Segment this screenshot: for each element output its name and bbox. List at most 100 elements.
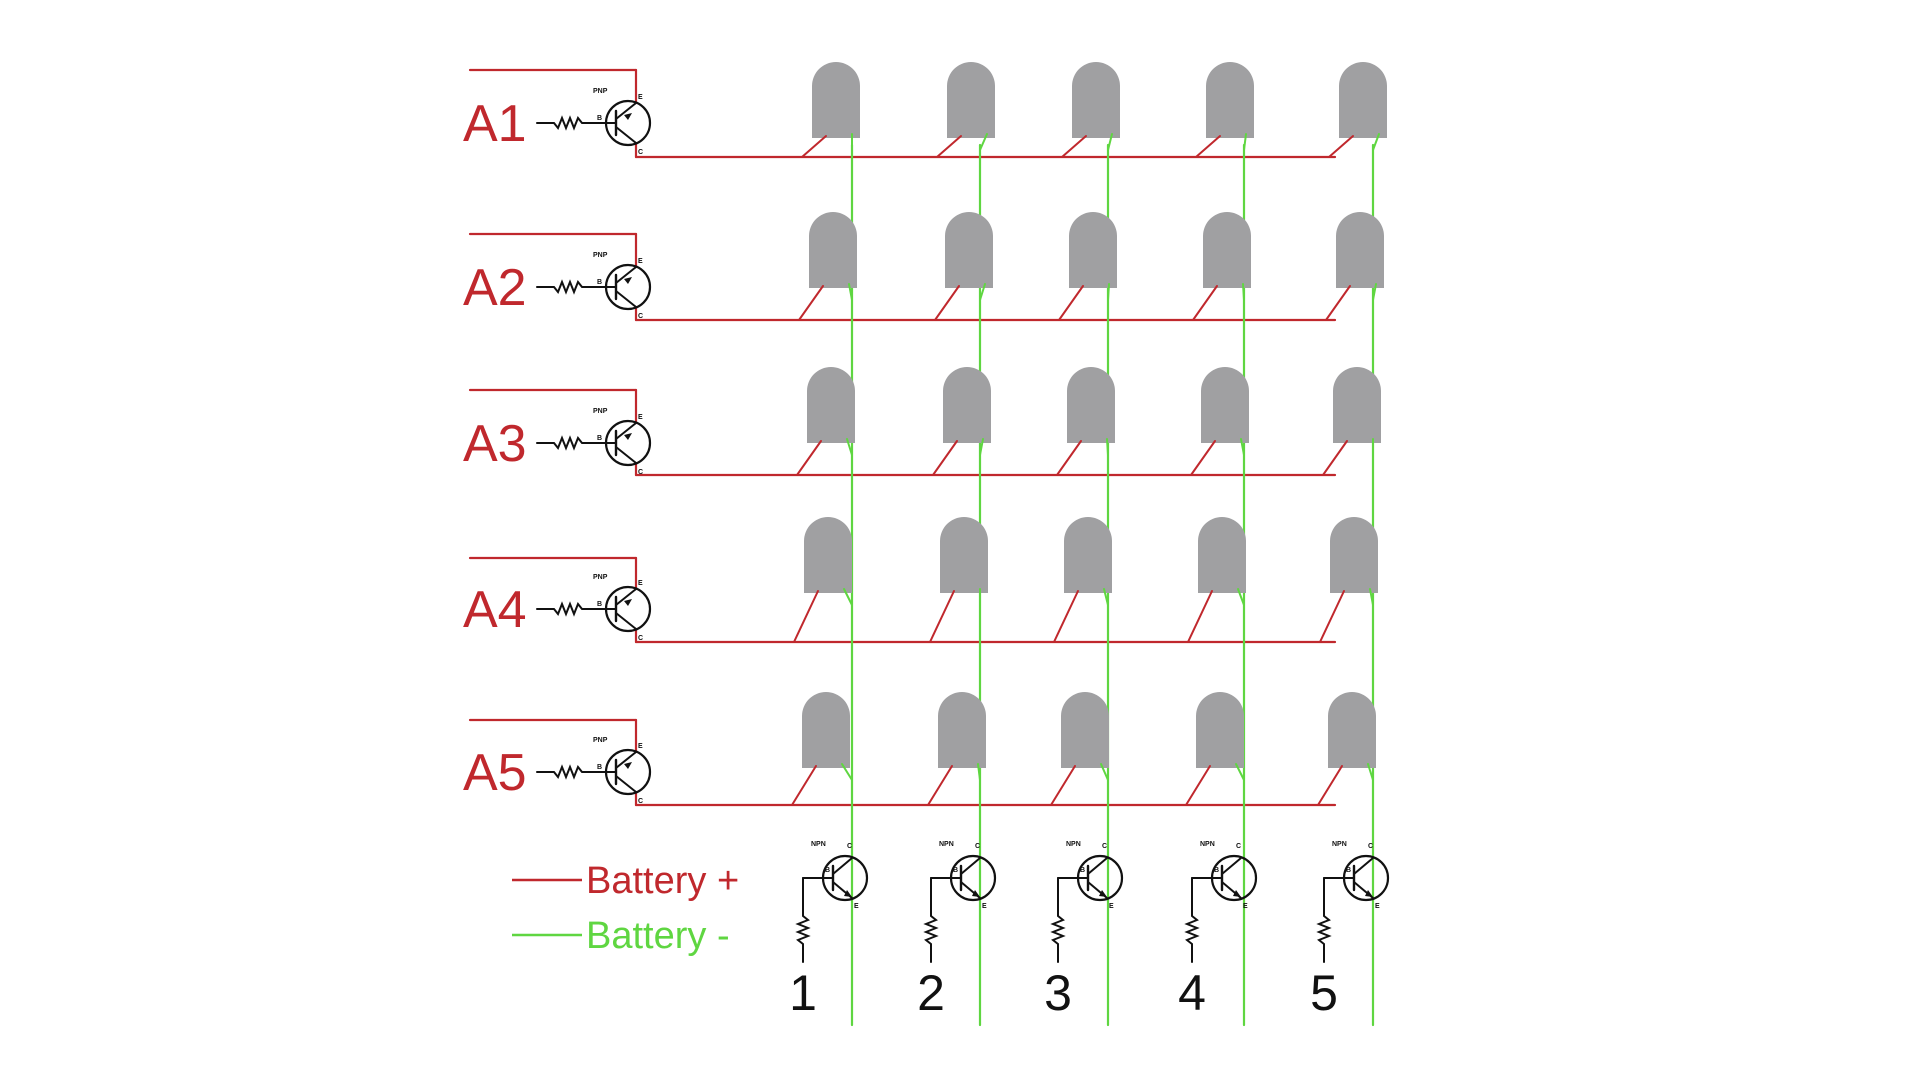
led-anode-leg	[927, 765, 953, 806]
led-cathode-leg	[1107, 133, 1113, 151]
led-cathode-leg	[1242, 283, 1245, 301]
led-anode-leg	[796, 440, 822, 476]
transistor-type-label: PNP	[593, 252, 608, 259]
resistor	[553, 279, 583, 295]
emitter-pin-label: E	[1109, 903, 1114, 910]
led-anode-leg	[1190, 440, 1216, 476]
collector-lead	[960, 857, 981, 875]
led	[1061, 62, 1120, 158]
led-cathode-leg	[1243, 133, 1247, 151]
led	[1187, 517, 1246, 643]
led-anode-leg	[1056, 440, 1082, 476]
led	[796, 367, 855, 476]
emitter-arrow-icon	[624, 113, 632, 120]
collector-lead	[615, 446, 637, 464]
emitter-arrow-icon	[624, 599, 632, 606]
collector-lead	[615, 290, 637, 308]
emitter-pin-label: E	[638, 580, 643, 587]
led-anode-leg	[1187, 590, 1213, 643]
led-body-icon	[1333, 367, 1381, 443]
emitter-pin-label: E	[854, 903, 859, 910]
transistor-type-label: PNP	[593, 737, 608, 744]
led-cathode-leg	[979, 133, 988, 151]
collector-pin-label: C	[1102, 843, 1107, 850]
led-anode-leg	[1322, 440, 1348, 476]
base-pin-label: B	[953, 867, 958, 874]
led-cathode-leg	[1106, 438, 1109, 456]
legend: Battery + Battery -	[512, 860, 739, 957]
collector-pin-label: C	[638, 798, 643, 805]
led-anode-leg	[929, 590, 955, 643]
led-anode-leg	[791, 765, 817, 806]
led-body-icon	[943, 367, 991, 443]
resistor	[923, 915, 939, 945]
led-cathode-leg	[1367, 763, 1374, 781]
collector-lead	[615, 126, 637, 144]
resistor	[553, 435, 583, 451]
led-body-icon	[1196, 692, 1244, 768]
led-anode-leg	[798, 285, 824, 321]
led-anode-leg	[1050, 765, 1076, 806]
emitter-lead	[615, 751, 637, 769]
collector-lead	[1353, 857, 1374, 875]
collector-lead	[1221, 857, 1242, 875]
collector-lead	[615, 775, 637, 793]
led-body-icon	[1336, 212, 1384, 288]
base-pin-label: B	[1346, 867, 1351, 874]
led-body-icon	[1198, 517, 1246, 593]
led-grid	[791, 62, 1387, 806]
resistor	[553, 764, 583, 780]
led-body-icon	[1067, 367, 1115, 443]
resistor	[553, 601, 583, 617]
led-anode-leg	[1317, 765, 1343, 806]
led	[934, 212, 993, 321]
emitter-arrow-icon	[1099, 890, 1107, 897]
led-cathode-leg	[1240, 438, 1245, 456]
emitter-pin-label: E	[1375, 903, 1380, 910]
led-body-icon	[1330, 517, 1378, 593]
collector-lead	[1087, 857, 1108, 875]
collector-pin-label: C	[847, 843, 852, 850]
collector-pin-label: C	[1236, 843, 1241, 850]
led-anode-leg	[1061, 135, 1087, 158]
led-cathode-leg	[1372, 133, 1380, 151]
emitter-arrow-icon	[1233, 890, 1241, 897]
led-body-icon	[1201, 367, 1249, 443]
led-anode-leg	[1195, 135, 1221, 158]
led-cathode-leg	[1107, 283, 1110, 301]
transistor-type-label: NPN	[939, 841, 954, 848]
led	[1325, 212, 1384, 321]
led	[936, 62, 995, 158]
resistor	[1184, 915, 1200, 945]
column-label-3: 3	[1044, 965, 1072, 1021]
row-label-a3: A3	[463, 415, 527, 473]
led-anode-leg	[936, 135, 962, 158]
led-cathode-leg	[977, 763, 981, 781]
led	[798, 212, 857, 321]
base-pin-label: B	[597, 115, 602, 122]
led	[929, 517, 988, 643]
transistor-type-label: NPN	[811, 841, 826, 848]
led	[1056, 367, 1115, 476]
led-body-icon	[1206, 62, 1254, 138]
led-cathode-leg	[1369, 588, 1374, 606]
led-anode-leg	[1058, 285, 1084, 321]
led-body-icon	[812, 62, 860, 138]
led	[1317, 692, 1376, 806]
row-label-a2: A2	[463, 259, 527, 317]
led	[1058, 212, 1117, 321]
resistor	[553, 115, 583, 131]
collector-pin-label: C	[638, 469, 643, 476]
resistor	[1050, 915, 1066, 945]
led-body-icon	[1339, 62, 1387, 138]
led-body-icon	[945, 212, 993, 288]
base-pin-label: B	[825, 867, 830, 874]
emitter-pin-label: E	[638, 743, 643, 750]
led	[1050, 692, 1109, 806]
led-anode-leg	[1319, 590, 1345, 643]
row-label-a1: A1	[463, 95, 527, 153]
